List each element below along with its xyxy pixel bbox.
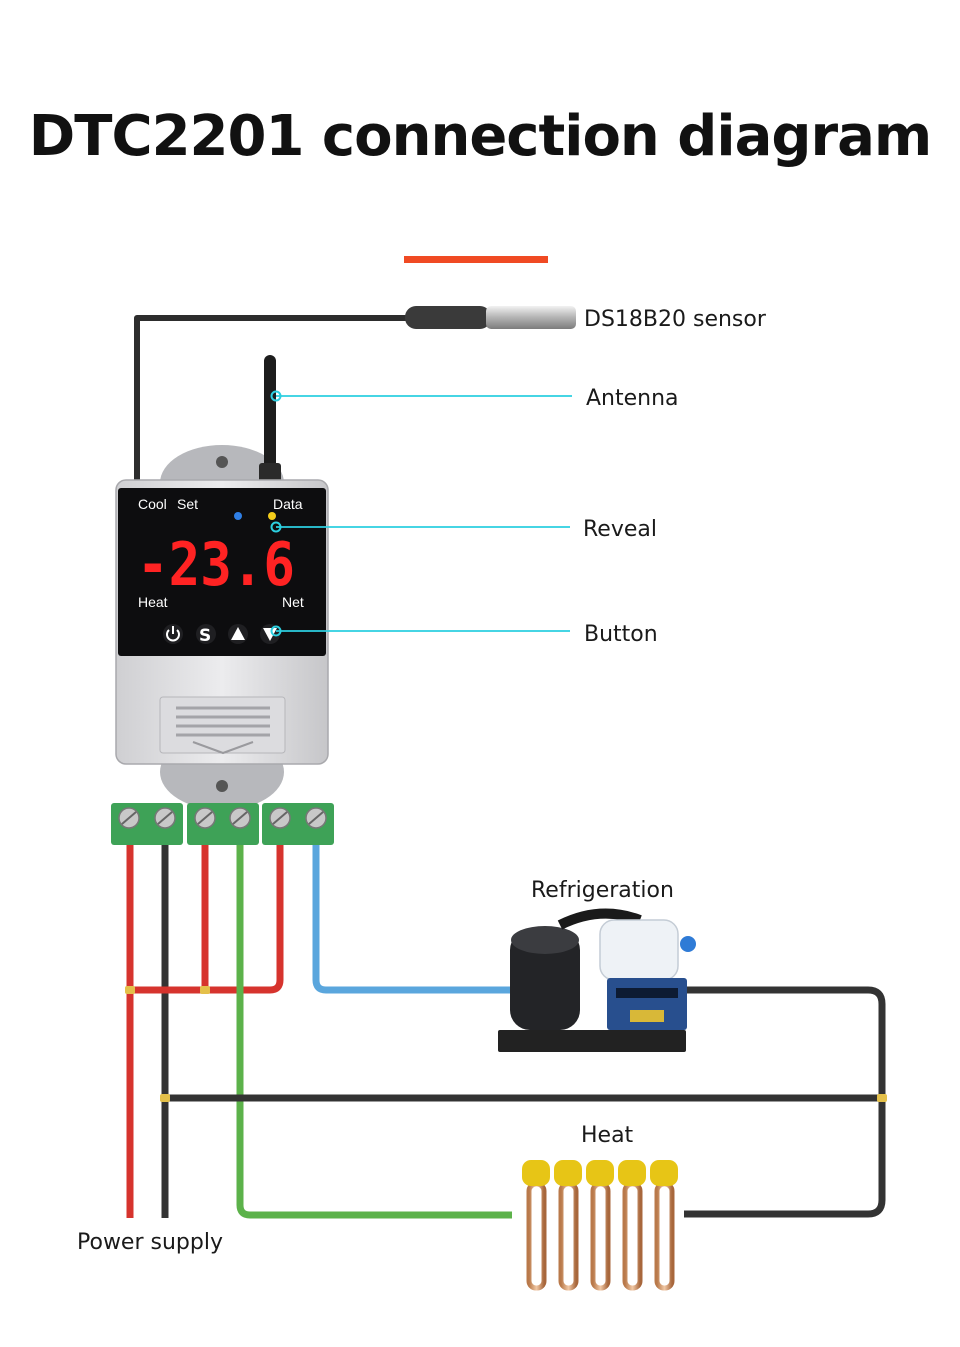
sensor-sleeve xyxy=(405,306,491,329)
set-button-label: S xyxy=(199,626,211,646)
controller-device: Cool Set Data -23.6 Heat Net S xyxy=(115,479,329,765)
indicator-net: Net xyxy=(282,594,304,610)
indicator-set: Set xyxy=(177,496,198,512)
heater-element xyxy=(650,1160,678,1291)
heater-element xyxy=(522,1160,550,1291)
heating-elements xyxy=(522,1160,678,1291)
reservoir-tank xyxy=(599,919,679,981)
led-yellow xyxy=(268,512,276,520)
compressor-base xyxy=(498,1030,686,1052)
refrigeration-unit xyxy=(498,908,696,1052)
page-title: DTC2201 connection diagram xyxy=(28,104,932,169)
label-heat: Heat xyxy=(581,1123,634,1148)
compressor-body xyxy=(510,930,580,1030)
indicator-cool: Cool xyxy=(138,496,167,512)
down-triangle-icon xyxy=(263,628,277,641)
button-row: S xyxy=(163,624,280,646)
control-box xyxy=(607,978,687,1030)
indicator-heat: Heat xyxy=(138,594,168,610)
title-accent-bar xyxy=(404,256,548,263)
antenna-base xyxy=(259,463,281,483)
wiring xyxy=(126,845,886,1219)
wire-return-black xyxy=(682,986,886,1218)
heater-element xyxy=(554,1160,582,1291)
terminal-blocks xyxy=(111,803,334,845)
wire-heat-green xyxy=(236,845,512,1219)
up-triangle-icon xyxy=(231,627,245,640)
label-reveal: Reveal xyxy=(583,517,657,542)
device-display-panel xyxy=(118,488,326,656)
sensor-probe xyxy=(486,306,576,329)
heater-element xyxy=(618,1160,646,1291)
led-blue xyxy=(234,512,242,520)
label-refrigeration: Refrigeration xyxy=(531,878,674,903)
label-power-supply: Power supply xyxy=(77,1230,223,1255)
sensor-cable xyxy=(134,315,410,482)
set-button[interactable] xyxy=(196,624,216,644)
callout-button-dot xyxy=(270,625,282,637)
wire-red-bridge xyxy=(130,845,284,994)
wire-joints xyxy=(125,986,887,1102)
power-icon xyxy=(166,629,180,642)
label-button: Button xyxy=(584,622,658,647)
indicator-data: Data xyxy=(273,496,303,512)
callout-antenna-dot xyxy=(270,390,282,402)
sensor-assembly xyxy=(134,306,576,482)
callout-reveal-dot xyxy=(270,521,282,533)
temperature-readout: -23.6 xyxy=(137,530,295,600)
callouts xyxy=(270,390,572,637)
label-antenna: Antenna xyxy=(586,386,679,411)
label-sensor: DS18B20 sensor xyxy=(584,307,767,332)
cover-vents xyxy=(176,706,270,737)
wire-refrigeration-blue xyxy=(312,845,512,994)
heater-element xyxy=(586,1160,614,1291)
antenna xyxy=(264,355,276,483)
mount-hole-top xyxy=(216,456,228,468)
mount-hole-bottom xyxy=(216,780,228,792)
